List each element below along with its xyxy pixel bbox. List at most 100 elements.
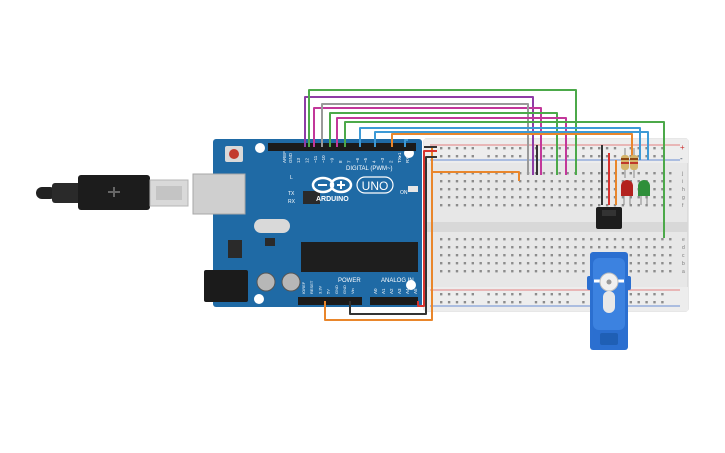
- breadboard-hole[interactable]: [440, 254, 443, 257]
- breadboard-hole[interactable]: [550, 246, 553, 249]
- breadboard-hole[interactable]: [645, 172, 648, 175]
- wire-orange-1[interactable]: [391, 133, 633, 160]
- breadboard-hole[interactable]: [542, 262, 546, 265]
- breadboard-hole[interactable]: [471, 270, 474, 273]
- breadboard-hole[interactable]: [661, 270, 664, 273]
- breadboard-hole[interactable]: [621, 204, 625, 207]
- wire-blue-3[interactable]: [404, 139, 408, 147]
- breadboard-hole[interactable]: [440, 262, 443, 265]
- breadboard-hole[interactable]: [590, 180, 593, 183]
- breadboard-hole[interactable]: [463, 180, 467, 183]
- breadboard-hole[interactable]: [629, 254, 632, 257]
- breadboard-hole[interactable]: [645, 204, 648, 207]
- breadboard-hole[interactable]: [455, 246, 459, 249]
- breadboard-hole[interactable]: [637, 246, 640, 249]
- wire-purple[interactable]: [304, 96, 534, 175]
- breadboard-hole[interactable]: [463, 270, 467, 273]
- breadboard-hole[interactable]: [495, 204, 498, 207]
- breadboard-hole[interactable]: [487, 270, 490, 273]
- breadboard-hole[interactable]: [440, 301, 443, 304]
- breadboard-hole[interactable]: [455, 188, 459, 191]
- breadboard-hole[interactable]: [487, 188, 490, 191]
- breadboard-hole[interactable]: [526, 238, 530, 241]
- breadboard-hole[interactable]: [455, 262, 459, 265]
- breadboard-hole[interactable]: [590, 155, 593, 158]
- breadboard-hole[interactable]: [503, 293, 506, 296]
- breadboard-hole[interactable]: [511, 188, 514, 191]
- breadboard-hole[interactable]: [558, 262, 561, 265]
- breadboard-hole[interactable]: [550, 196, 553, 199]
- breadboard-hole[interactable]: [511, 254, 514, 257]
- breadboard-hole[interactable]: [519, 204, 522, 207]
- breadboard-hole[interactable]: [637, 147, 640, 150]
- breadboard-hole[interactable]: [534, 204, 538, 207]
- breadboard-hole[interactable]: [495, 188, 498, 191]
- breadboard-hole[interactable]: [661, 204, 664, 207]
- breadboard-hole[interactable]: [479, 238, 482, 241]
- breadboard-hole[interactable]: [479, 204, 482, 207]
- breadboard-hole[interactable]: [519, 293, 522, 296]
- breadboard-hole[interactable]: [542, 293, 546, 296]
- breadboard-hole[interactable]: [613, 246, 617, 249]
- breadboard-hole[interactable]: [471, 147, 474, 150]
- breadboard-hole[interactable]: [487, 155, 490, 158]
- breadboard-hole[interactable]: [503, 238, 506, 241]
- breadboard-hole[interactable]: [637, 254, 640, 257]
- breadboard-hole[interactable]: [542, 246, 546, 249]
- breadboard-hole[interactable]: [447, 246, 451, 249]
- breadboard-hole[interactable]: [447, 180, 451, 183]
- breadboard-hole[interactable]: [613, 147, 617, 150]
- breadboard-hole[interactable]: [590, 246, 593, 249]
- breadboard-hole[interactable]: [669, 204, 672, 207]
- breadboard-hole[interactable]: [669, 172, 672, 175]
- breadboard-hole[interactable]: [503, 172, 506, 175]
- breadboard-hole[interactable]: [534, 246, 538, 249]
- breadboard-hole[interactable]: [550, 301, 553, 304]
- breadboard-hole[interactable]: [487, 172, 490, 175]
- breadboard-hole[interactable]: [542, 155, 546, 158]
- breadboard-hole[interactable]: [440, 196, 443, 199]
- breadboard-hole[interactable]: [653, 270, 656, 273]
- breadboard-hole[interactable]: [645, 246, 648, 249]
- breadboard-hole[interactable]: [463, 238, 467, 241]
- breadboard-hole[interactable]: [669, 180, 672, 183]
- breadboard-hole[interactable]: [550, 155, 553, 158]
- breadboard-hole[interactable]: [471, 301, 474, 304]
- breadboard-hole[interactable]: [582, 301, 585, 304]
- breadboard-hole[interactable]: [582, 172, 585, 175]
- breadboard-hole[interactable]: [542, 270, 546, 273]
- breadboard-hole[interactable]: [463, 147, 467, 150]
- breadboard-hole[interactable]: [495, 172, 498, 175]
- breadboard-hole[interactable]: [598, 172, 601, 175]
- breadboard-hole[interactable]: [479, 262, 482, 265]
- resistor-2[interactable]: [630, 148, 638, 178]
- breadboard-hole[interactable]: [566, 204, 569, 207]
- breadboard-hole[interactable]: [558, 172, 561, 175]
- breadboard-hole[interactable]: [440, 246, 443, 249]
- breadboard-hole[interactable]: [440, 188, 443, 191]
- breadboard-hole[interactable]: [487, 246, 490, 249]
- breadboard-hole[interactable]: [582, 188, 585, 191]
- breadboard-hole[interactable]: [526, 204, 530, 207]
- breadboard-hole[interactable]: [519, 155, 522, 158]
- breadboard-hole[interactable]: [495, 270, 498, 273]
- breadboard-hole[interactable]: [582, 180, 585, 183]
- servo-motor-icon[interactable]: [587, 207, 631, 350]
- breadboard-hole[interactable]: [503, 188, 506, 191]
- breadboard-hole[interactable]: [550, 238, 553, 241]
- breadboard-hole[interactable]: [447, 172, 451, 175]
- breadboard-hole[interactable]: [558, 238, 561, 241]
- breadboard-hole[interactable]: [542, 301, 546, 304]
- breadboard-hole[interactable]: [447, 155, 451, 158]
- breadboard-hole[interactable]: [653, 262, 656, 265]
- breadboard-hole[interactable]: [550, 180, 553, 183]
- wire-green-1[interactable]: [329, 112, 558, 175]
- breadboard-hole[interactable]: [542, 172, 546, 175]
- breadboard-hole[interactable]: [495, 180, 498, 183]
- breadboard-hole[interactable]: [574, 270, 577, 273]
- wire-orange-5v[interactable]: [324, 172, 433, 321]
- breadboard-hole[interactable]: [447, 196, 451, 199]
- breadboard-hole[interactable]: [629, 196, 632, 199]
- breadboard-hole[interactable]: [645, 238, 648, 241]
- breadboard-hole[interactable]: [550, 254, 553, 257]
